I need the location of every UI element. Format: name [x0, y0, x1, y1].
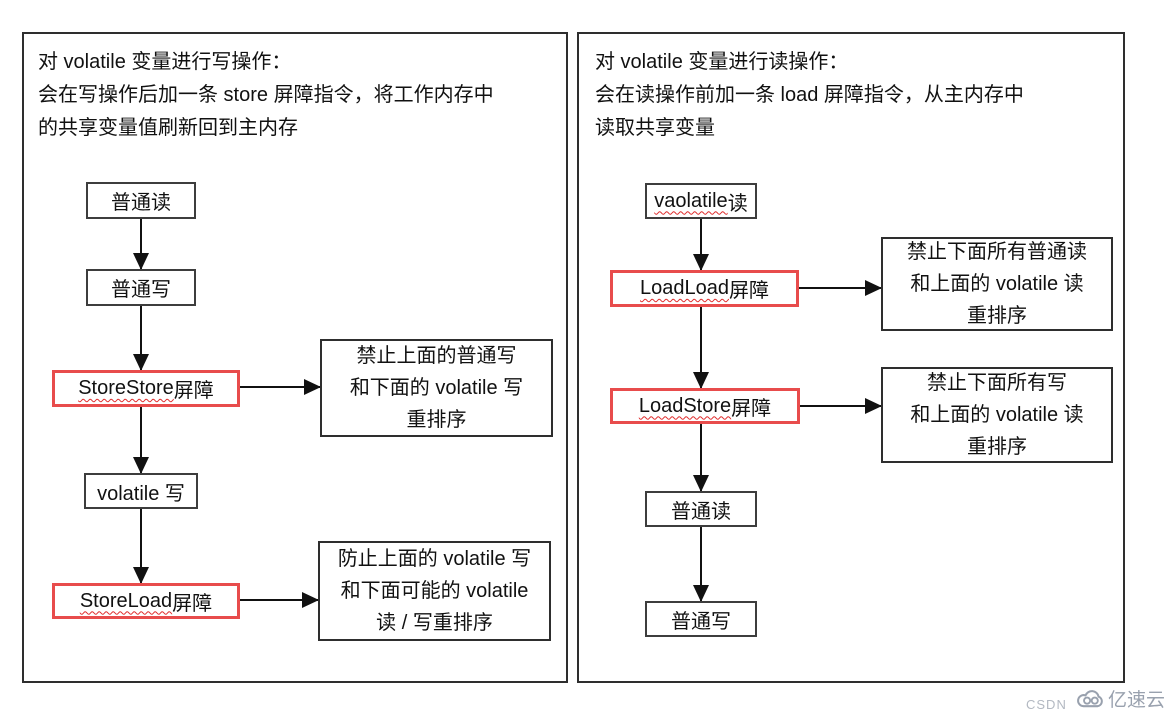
note-storeload-effect: 防止上面的 volatile 写 和下面可能的 volatile 读 / 写重排…	[318, 541, 551, 641]
arrow-down-icon	[140, 509, 142, 583]
flow-box-label-suffix: 屏障	[728, 280, 769, 302]
flow-box-label-english: LoadStore	[638, 394, 732, 417]
arrow-down-icon	[700, 307, 702, 388]
right-title-line-2: 会在读操作前加一条 load 屏障指令，从主内存中	[595, 84, 1024, 106]
flow-box-normal-read: 普通读	[86, 182, 196, 219]
arrow-down-icon	[140, 306, 142, 370]
flow-box-normal-write: 普通写	[645, 601, 757, 637]
note-line: 禁止上面的普通写	[356, 345, 517, 367]
flow-box-storeload-barrier: StoreLoad 屏障	[52, 583, 240, 619]
note-line: 和上面的 volatile 读	[910, 404, 1084, 426]
note-loadstore-effect: 禁止下面所有写 和上面的 volatile 读 重排序	[881, 367, 1113, 463]
flow-box-label-english: StoreLoad	[79, 589, 173, 612]
csdn-watermark: CSDN	[1026, 697, 1067, 712]
flow-box-label-suffix: 屏障	[731, 397, 772, 420]
note-line: 和下面可能的 volatile	[340, 580, 529, 602]
note-line: 读 / 写重排序	[376, 612, 493, 634]
flow-box-normal-write: 普通写	[86, 269, 196, 306]
flow-box-normal-read: 普通读	[645, 491, 757, 527]
arrow-down-icon	[140, 407, 142, 473]
flow-box-label: 普通写	[671, 610, 731, 633]
arrow-right-icon	[800, 405, 881, 407]
left-title-line-3: 的共享变量值刷新回到主内存	[38, 117, 298, 139]
note-line: 和下面的 volatile 写	[349, 377, 524, 399]
note-storestore-effect: 禁止上面的普通写 和下面的 volatile 写 重排序	[320, 339, 553, 437]
arrow-down-icon	[140, 219, 142, 269]
note-line: 禁止下面所有普通读	[907, 241, 1087, 263]
flow-box-volatile-write: volatile 写	[84, 473, 198, 509]
flow-box-label-english: vaolatile	[654, 189, 728, 212]
flow-box-label: volatile 写	[97, 482, 185, 505]
note-line: 重排序	[406, 409, 467, 431]
note-line: 重排序	[967, 305, 1027, 327]
left-title-line-1: 对 volatile 变量进行写操作：	[38, 51, 292, 73]
note-loadload-effect: 禁止下面所有普通读 和上面的 volatile 读 重排序	[881, 237, 1113, 331]
flow-box-label-english: StoreStore	[78, 377, 174, 399]
flow-box-label: 普通写	[111, 279, 171, 301]
flow-box-label-suffix: 屏障	[173, 380, 214, 402]
brand-name: 亿速云	[1108, 690, 1165, 711]
flow-box-loadload-barrier: LoadLoad 屏障	[610, 270, 799, 307]
note-line: 和上面的 volatile 读	[910, 273, 1084, 295]
arrow-right-icon	[240, 599, 318, 601]
panel-volatile-read	[577, 32, 1125, 683]
flow-box-label: 普通读	[671, 500, 731, 523]
flow-box-label-suffix: 读	[727, 192, 748, 215]
right-title-line-1: 对 volatile 变量进行读操作：	[595, 51, 849, 73]
arrow-right-icon	[799, 287, 881, 289]
flow-box-loadstore-barrier: LoadStore 屏障	[610, 388, 800, 424]
arrow-down-icon	[700, 219, 702, 270]
note-line: 防止上面的 volatile 写	[337, 548, 532, 570]
flow-box-storestore-barrier: StoreStore 屏障	[52, 370, 240, 407]
flow-box-label-english: LoadLoad	[640, 277, 729, 299]
right-title-line-3: 读取共享变量	[595, 117, 715, 139]
left-panel-title: 对 volatile 变量进行写操作： 会在写操作后加一条 store 屏障指令…	[38, 46, 494, 145]
arrow-right-icon	[240, 386, 320, 388]
left-title-line-2: 会在写操作后加一条 store 屏障指令，将工作内存中	[38, 84, 494, 106]
arrow-down-icon	[700, 527, 702, 601]
brand-watermark: 亿速云	[1076, 685, 1165, 712]
flow-box-vaolatile-read: vaolatile 读	[645, 183, 757, 219]
note-line: 重排序	[967, 436, 1027, 458]
arrow-down-icon	[700, 424, 702, 491]
note-line: 禁止下面所有写	[927, 372, 1067, 394]
flow-box-label: 普通读	[111, 192, 171, 214]
right-panel-title: 对 volatile 变量进行读操作： 会在读操作前加一条 load 屏障指令，…	[595, 46, 1024, 145]
cloud-two-rings-icon	[1076, 687, 1105, 710]
flow-box-label-suffix: 屏障	[172, 592, 213, 615]
